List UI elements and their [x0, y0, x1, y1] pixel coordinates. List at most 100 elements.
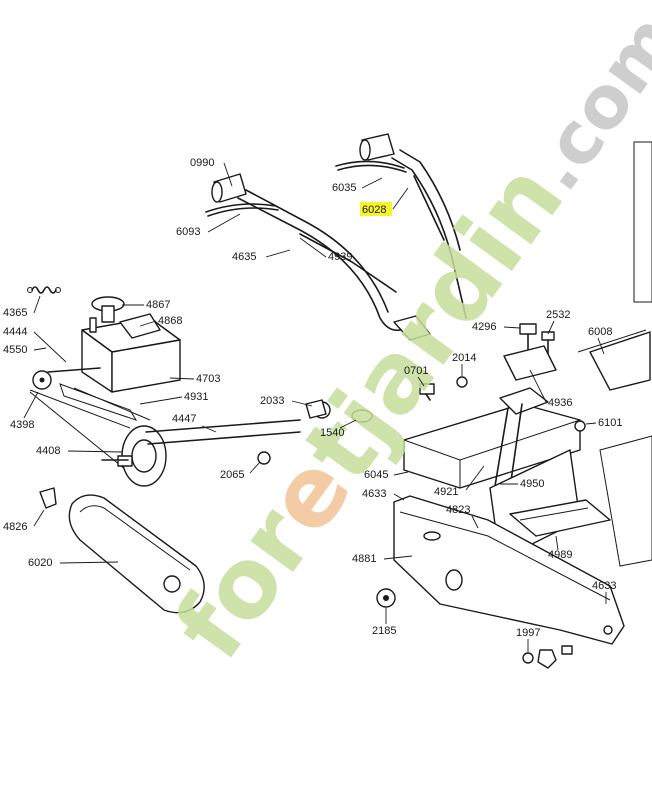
- callout-label: 1540: [320, 427, 344, 439]
- callout-label: 4444: [3, 326, 27, 338]
- callout-label: 4447: [172, 413, 196, 425]
- callout-leader: [33, 295, 41, 314]
- callout-4633a: 4633: [362, 488, 405, 501]
- callout-1997: 1997: [516, 627, 540, 652]
- callout-4408: 4408: [36, 445, 123, 457]
- callout-label: 4408: [36, 445, 60, 457]
- callout-label: 4826: [3, 521, 27, 533]
- callout-label: 6101: [598, 417, 622, 429]
- callout-4868: 4868: [139, 315, 182, 327]
- callout-leader: [503, 326, 521, 329]
- callout-leader: [529, 369, 547, 403]
- callout-label: 4398: [10, 419, 34, 431]
- callout-label: 6045: [364, 469, 388, 481]
- callout-label: 2014: [452, 352, 476, 364]
- callout-label: 4939: [328, 251, 352, 263]
- callout-leader: [265, 249, 291, 258]
- callout-label: 4633: [362, 488, 386, 500]
- callout-4703: 4703: [169, 373, 220, 385]
- callout-label: 4823: [446, 504, 470, 516]
- callout-label: 1997: [516, 627, 540, 639]
- callout-4989: 4989: [548, 535, 572, 561]
- callout-0990: 0990: [190, 157, 233, 187]
- callout-leader: [383, 555, 413, 560]
- callout-4444: 4444: [3, 326, 67, 363]
- callout-leader: [555, 535, 559, 551]
- callout-leader: [33, 509, 45, 527]
- chain-cover: [68, 494, 205, 614]
- main-shaft: [32, 367, 151, 421]
- callout-leader: [139, 396, 183, 405]
- rotor-drum: [29, 389, 301, 487]
- washer-part: [376, 588, 396, 608]
- callout-6008: 6008: [588, 326, 612, 355]
- callout-leader: [33, 347, 47, 351]
- callout-label: 4868: [158, 315, 182, 327]
- callout-4823: 4823: [446, 504, 479, 529]
- callout-label: 4867: [146, 299, 170, 311]
- callout-leader: [59, 561, 119, 564]
- callout-leader: [361, 177, 383, 189]
- callout-leader: [585, 422, 597, 425]
- callout-label: 4881: [352, 553, 376, 565]
- callout-6045: 6045: [364, 469, 409, 481]
- callout-4867: 4867: [122, 299, 170, 311]
- callout-leader: [597, 337, 605, 355]
- callout-4296: 4296: [472, 321, 521, 333]
- callout-leader: [339, 419, 357, 429]
- callout-6020: 6020: [28, 557, 119, 569]
- callout-leader: [33, 331, 67, 363]
- callout-leader: [393, 471, 409, 476]
- bolt-part: [419, 376, 468, 401]
- callout-0701: 0701: [404, 365, 428, 387]
- callout-leader: [67, 450, 123, 453]
- callout-4447: 4447: [172, 413, 217, 433]
- callout-label: 4931: [184, 391, 208, 403]
- callout-label: 4633: [592, 580, 616, 592]
- callout-leader: [465, 465, 485, 491]
- callout-label: 4296: [472, 321, 496, 333]
- left-grip: [211, 173, 247, 203]
- callout-4550: 4550: [3, 344, 47, 356]
- callout-label: 4936: [548, 397, 572, 409]
- callout-1540: 1540: [320, 419, 357, 439]
- callout-2532: 2532: [546, 309, 570, 335]
- callout-label: 4365: [3, 307, 27, 319]
- callout-6035: 6035: [332, 177, 383, 194]
- callout-leader: [223, 162, 233, 187]
- callout-label: 6035: [332, 182, 356, 194]
- side-plate: [393, 495, 625, 645]
- callout-4950: 4950: [500, 478, 544, 490]
- handlebar-assembly: [205, 133, 467, 341]
- callout-label: 6020: [28, 557, 52, 569]
- callout-label: 2532: [546, 309, 570, 321]
- callout-label: 2033: [260, 395, 284, 407]
- callout-leader: [393, 493, 405, 501]
- callout-2014: 2014: [452, 352, 476, 376]
- callout-2065: 2065: [220, 461, 261, 481]
- callout-label: 0701: [404, 365, 428, 377]
- callout-leader: [392, 187, 409, 210]
- nut-part: [522, 645, 573, 669]
- callout-4365: 4365: [3, 295, 41, 319]
- callout-leader: [547, 320, 555, 335]
- right-grip: [359, 133, 395, 161]
- callout-6101: 6101: [585, 417, 622, 429]
- callout-label: 4950: [520, 478, 544, 490]
- callout-leader: [249, 461, 261, 474]
- callout-2033: 2033: [260, 395, 313, 407]
- clip-part: [39, 487, 57, 509]
- callout-4931: 4931: [139, 391, 208, 405]
- callout-4881: 4881: [352, 553, 413, 565]
- callout-label: 4703: [196, 373, 220, 385]
- callout-label: 2185: [372, 625, 396, 637]
- callout-leader: [417, 376, 425, 387]
- callout-leader: [299, 237, 327, 258]
- callout-4826: 4826: [3, 509, 45, 533]
- callout-6028: 6028: [360, 187, 409, 216]
- callout-4939: 4939: [299, 237, 352, 263]
- callout-label: 4635: [232, 251, 256, 263]
- callout-leader: [23, 391, 39, 419]
- callout-leader: [471, 515, 479, 529]
